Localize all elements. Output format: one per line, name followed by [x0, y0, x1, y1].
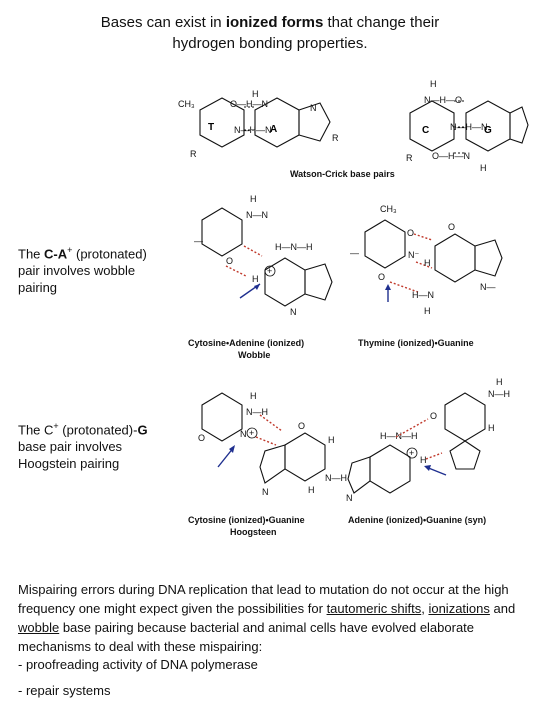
svg-text:H: H: [424, 258, 431, 268]
svg-text:H—N—H: H—N—H: [275, 242, 313, 252]
svg-text:N—H: N—H: [488, 389, 510, 399]
para-text-3: and: [489, 601, 516, 616]
svg-text:O: O: [226, 256, 233, 266]
svg-text:H—N: H—N: [412, 290, 434, 300]
ca-note: The C-A+ (protonated) pair involves wobb…: [18, 242, 168, 296]
mispairing-paragraph: Mispairing errors during DNA replication…: [18, 580, 528, 656]
svg-text:+: +: [249, 428, 254, 438]
svg-text:O—H—N: O—H—N: [432, 151, 470, 161]
ca-caption-left: Cytosine•Adenine (ionized): [188, 338, 304, 348]
label-g: G: [484, 125, 492, 136]
svg-text:CH₃: CH₃: [380, 204, 397, 214]
svg-text:H: H: [430, 79, 437, 89]
hoogsteen-pairs-figure: H N—H O + N O H N—H H N H—N—H + H N O N—…: [188, 377, 510, 537]
para-text-1: Mispairing errors during DNA replication…: [18, 582, 509, 616]
svg-text:—: —: [194, 236, 203, 246]
svg-text:N—: N—: [480, 282, 496, 292]
ca-note-post: (protonated) pair involves wobble pairin…: [18, 246, 147, 296]
svg-text:+: +: [409, 448, 414, 458]
svg-text:H—N—H: H—N—H: [380, 431, 418, 441]
cg-caption-left-sub: Hoogsteen: [230, 527, 277, 537]
watson-crick-figure: CH₃ O—H—N H N—H—N R R N T A H N—H—O N—H—…: [178, 79, 529, 179]
svg-text:H: H: [308, 485, 315, 495]
ca-note-bold: C-A: [44, 246, 68, 262]
svg-text:N—H—N: N—H—N: [450, 122, 488, 132]
svg-text:O—H—N: O—H—N: [230, 99, 268, 109]
svg-text:N⁻: N⁻: [408, 250, 419, 260]
label-c: C: [422, 125, 429, 136]
para-text-2: ,: [421, 601, 429, 616]
svg-text:N: N: [346, 493, 353, 503]
svg-text:O: O: [298, 421, 305, 431]
label-a: A: [270, 124, 277, 135]
svg-text:H: H: [328, 435, 335, 445]
svg-text:H: H: [252, 89, 259, 99]
svg-text:N—H: N—H: [325, 473, 347, 483]
ca-note-pre: The: [18, 246, 45, 262]
svg-text:N: N: [310, 103, 317, 113]
svg-text:O: O: [198, 433, 205, 443]
svg-text:H: H: [488, 423, 495, 433]
watson-crick-caption: Watson-Crick base pairs: [290, 169, 395, 179]
svg-text:+: +: [267, 266, 272, 276]
svg-text:H: H: [250, 391, 257, 401]
svg-text:R: R: [190, 149, 197, 159]
slide-title: Bases can exist in ionized forms that ch…: [40, 12, 500, 54]
svg-text:R: R: [332, 133, 339, 143]
svg-text:H: H: [496, 377, 503, 387]
cg-note-sup: +: [53, 421, 59, 431]
svg-text:O: O: [378, 272, 385, 282]
svg-text:—: —: [350, 248, 359, 258]
title-bold-text: ionized forms: [225, 14, 324, 31]
para-text-4: base pairing because bacterial and anima…: [18, 620, 475, 654]
cg-caption-right: Adenine (ionized)•Guanine (syn): [348, 515, 486, 525]
svg-text:R: R: [406, 153, 413, 163]
svg-text:N: N: [290, 307, 297, 317]
svg-text:N—H—N: N—H—N: [234, 125, 272, 135]
ca-caption-left-sub: Wobble: [238, 350, 270, 360]
svg-text:N—H: N—H: [246, 407, 268, 417]
svg-text:N: N: [262, 487, 269, 497]
label-t: T: [208, 122, 214, 133]
svg-text:CH₃: CH₃: [178, 99, 195, 109]
svg-text:H: H: [480, 163, 487, 173]
list-item-repair: - repair systems: [18, 683, 111, 698]
cg-note-post: base pair involves Hoogstein pairing: [18, 439, 123, 472]
svg-text:O: O: [407, 228, 414, 238]
title-line-2: hydrogen bonding properties.: [172, 35, 368, 52]
cg-note: The C+ (protonated)-G base pair involves…: [18, 418, 168, 472]
svg-text:O: O: [448, 222, 455, 232]
svg-text:H: H: [424, 306, 431, 316]
svg-text:N: N: [240, 429, 247, 439]
cg-caption-left: Cytosine (ionized)•Guanine: [188, 515, 305, 525]
svg-text:N—N: N—N: [246, 210, 268, 220]
title-text-end: that change their: [323, 14, 440, 31]
title-text: Bases can exist in: [100, 14, 226, 31]
ca-caption-right: Thymine (ionized)•Guanine: [358, 338, 474, 348]
ionizations-link[interactable]: ionizations: [428, 601, 490, 616]
svg-text:H: H: [252, 274, 259, 284]
svg-text:H: H: [250, 194, 257, 204]
ca-note-sup: +: [67, 245, 73, 255]
cg-note-mid: (protonated)-: [58, 422, 138, 438]
cg-note-bold: G: [137, 422, 148, 438]
list-item-proofreading: - proofreading activity of DNA polymeras…: [18, 657, 258, 672]
tautomeric-shifts-link[interactable]: tautomeric shifts: [326, 601, 422, 616]
svg-text:N—H—O: N—H—O: [424, 95, 462, 105]
wobble-pairs-figure: H N—N — O H—N—H + H N CH₃ O N⁻ O — O H H…: [188, 194, 503, 360]
svg-text:O: O: [430, 411, 437, 421]
wobble-link[interactable]: wobble: [18, 620, 60, 635]
svg-text:H: H: [420, 455, 427, 465]
cg-note-pre: The C: [18, 422, 54, 438]
